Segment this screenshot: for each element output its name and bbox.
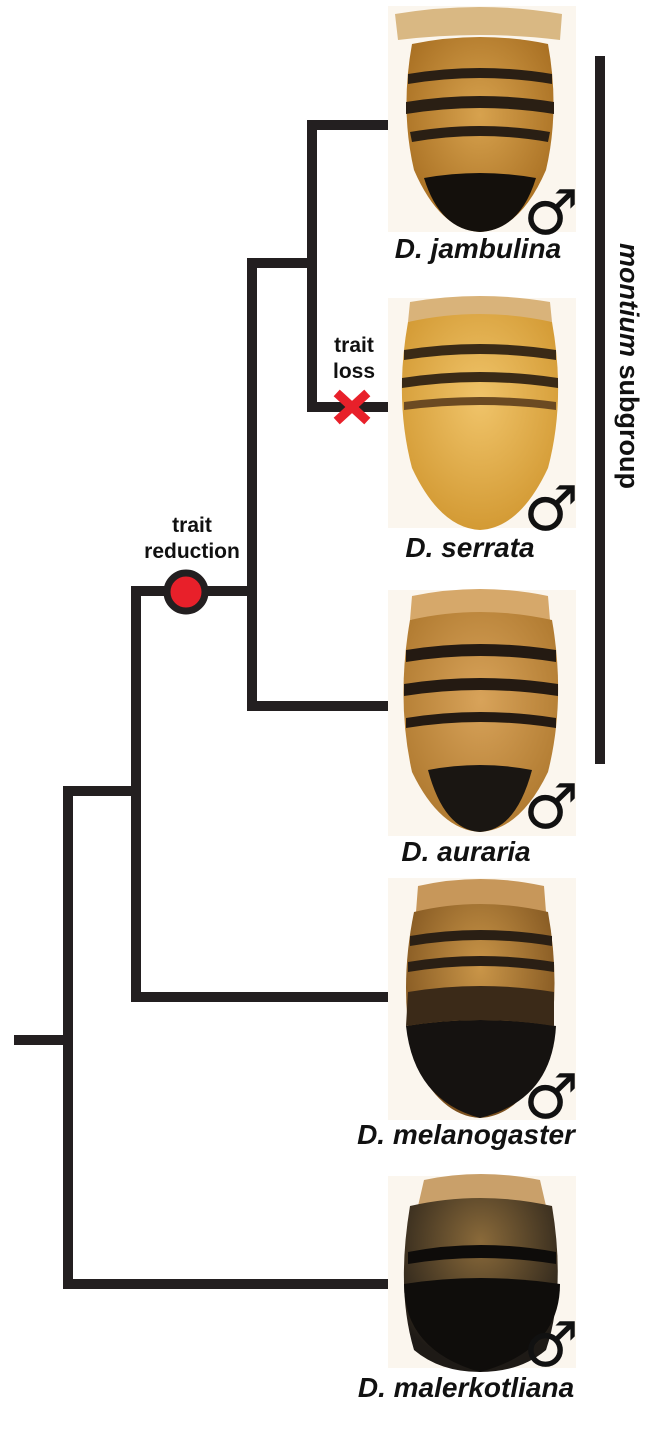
- phylogenetic-tree: [14, 120, 388, 1289]
- trait-reduction-marker: [167, 573, 205, 611]
- species-label-d-jambulina: D. jambulina: [395, 233, 561, 264]
- trait-loss-label-line1: trait: [334, 334, 374, 357]
- male-symbol-d-malerkotliana: ♂: [523, 1308, 579, 1381]
- trait-reduction-label-line2: reduction: [144, 540, 240, 563]
- montium-subgroup-label-italic: montium: [614, 243, 644, 357]
- montium-subgroup-label-rest: subgroup: [614, 357, 644, 489]
- trait-loss-label-line2: loss: [333, 360, 375, 383]
- species-label-d-serrata: D. serrata: [405, 532, 534, 563]
- species-label-d-auraria: D. auraria: [401, 836, 530, 867]
- montium-subgroup-label: montium subgroup: [614, 243, 644, 489]
- species-label-d-melanogaster: D. melanogaster: [357, 1119, 577, 1150]
- male-symbol-d-auraria: ♂: [523, 770, 579, 843]
- species-label-d-malerkotliana: D. malerkotliana: [358, 1372, 574, 1403]
- trait-reduction-label-line1: trait: [172, 514, 212, 537]
